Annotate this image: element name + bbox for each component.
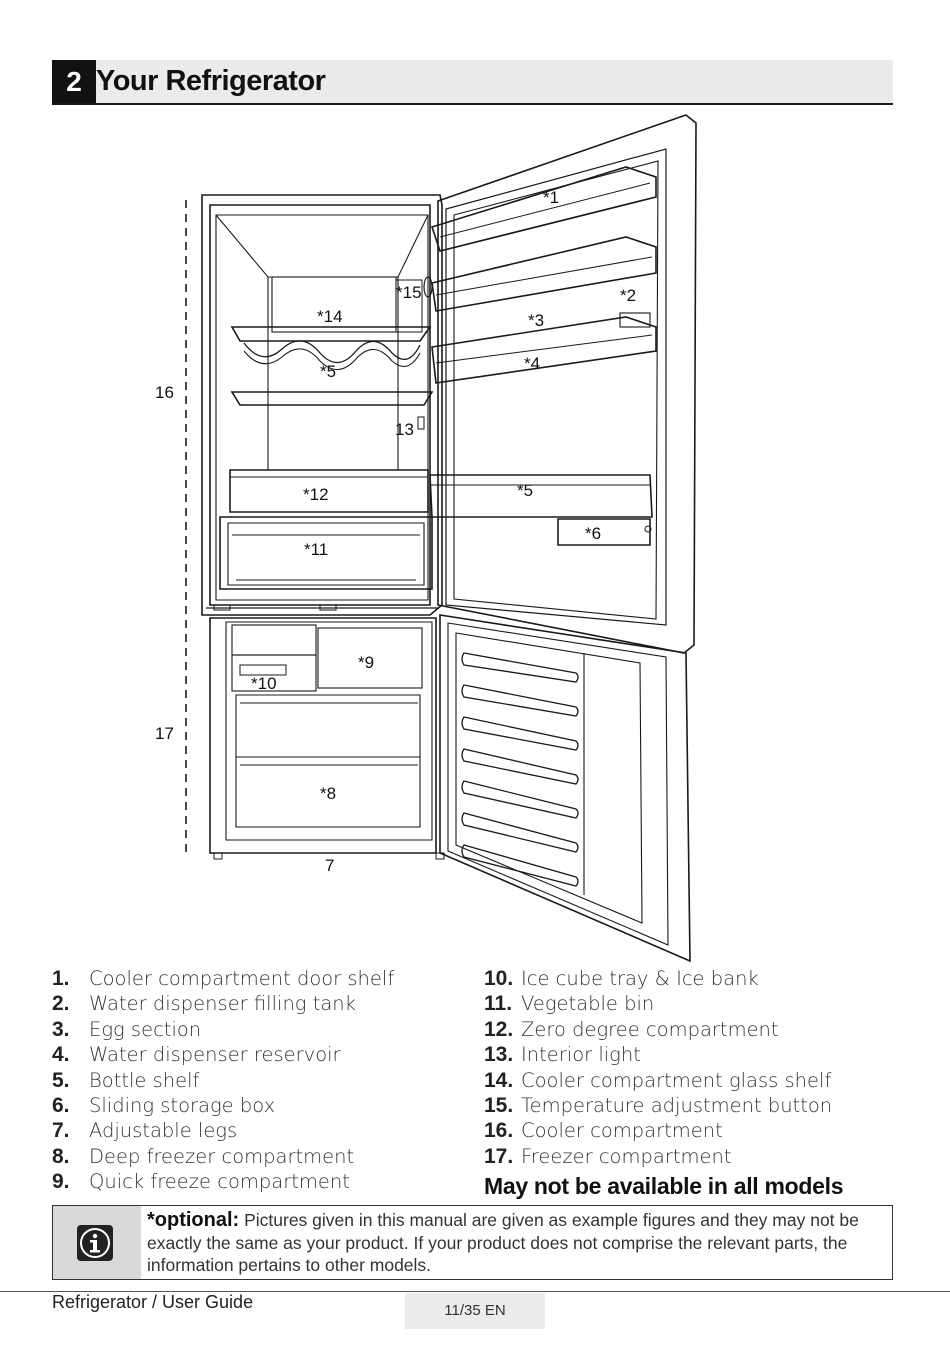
legend-item: 6.Sliding storage box xyxy=(52,1094,276,1118)
availability-note: May not be available in all models xyxy=(484,1173,844,1199)
callout-label: *4 xyxy=(524,354,540,373)
legend-item: 4.Water dispenser reservoir xyxy=(52,1043,341,1067)
legend-item: 15.Temperature adjustment button xyxy=(484,1094,833,1118)
parts-legend-right: 10.Ice cube tray & Ice bank 11.Vegetable… xyxy=(484,966,904,1169)
callout-label: *14 xyxy=(317,307,343,326)
legend-item: 16.Cooler compartment xyxy=(484,1119,723,1143)
page-number: 11/35 EN xyxy=(405,1293,545,1329)
legend-item: 17.Freezer compartment xyxy=(484,1144,732,1168)
legend-item: 7.Adjustable legs xyxy=(52,1119,238,1143)
legend-item: 8.Deep freezer compartment xyxy=(52,1144,355,1168)
callout-label: *11 xyxy=(304,540,328,559)
callout-label: 16 xyxy=(155,383,174,402)
callout-label: *5 xyxy=(320,362,336,381)
info-icon xyxy=(77,1225,113,1261)
callout-label: *8 xyxy=(320,784,336,803)
section-header: 2 Your Refrigerator xyxy=(52,60,893,105)
callout-label: 13 xyxy=(395,420,414,439)
optional-note-box: *optional: Pictures given in this manual… xyxy=(52,1205,893,1280)
freezer-door xyxy=(439,614,691,963)
legend-item: 1.Cooler compartment door shelf xyxy=(52,967,395,990)
footer-doc-title: Refrigerator / User Guide xyxy=(52,1292,254,1312)
parts-legend-left: 1.Cooler compartment door shelf 2.Water … xyxy=(52,966,472,1195)
callout-label: *15 xyxy=(396,283,422,302)
legend-item: 2.Water dispenser filling tank xyxy=(52,992,356,1016)
note-icon-area xyxy=(53,1206,141,1279)
callout-label: *10 xyxy=(251,674,277,693)
callout-label: 7 xyxy=(325,856,334,875)
callout-label: 17 xyxy=(155,724,174,743)
callout-label: *6 xyxy=(585,524,601,543)
callout-label: *1 xyxy=(543,188,559,207)
legend-item: 5.Bottle shelf xyxy=(52,1068,200,1092)
legend-item: 11.Vegetable bin xyxy=(484,992,655,1016)
legend-item: 14.Cooler compartment glass shelf xyxy=(484,1068,832,1092)
legend-item: 13.Interior light xyxy=(484,1043,641,1067)
callout-label: *9 xyxy=(358,653,374,672)
section-title: Your Refrigerator xyxy=(96,65,326,97)
callout-label: *3 xyxy=(528,311,544,330)
note-body: Pictures given in this manual are given … xyxy=(147,1210,859,1275)
cooler-door xyxy=(429,114,697,654)
note-text: *optional: Pictures given in this manual… xyxy=(147,1209,882,1277)
refrigerator-diagram: *1 *2 *3 *4 *5 *5 *6 7 *8 *9 *10 *11 *12… xyxy=(0,105,950,965)
legend-item: 10.Ice cube tray & Ice bank xyxy=(484,967,759,990)
legend-item: 12.Zero degree compartment xyxy=(484,1017,779,1041)
legend-item: 3.Egg section xyxy=(52,1017,202,1041)
section-number: 2 xyxy=(52,60,96,103)
note-lead: *optional: xyxy=(147,1209,240,1231)
callout-label: *5 xyxy=(517,481,533,500)
legend-item: 9.Quick freeze compartment xyxy=(52,1170,350,1194)
callout-label: *2 xyxy=(620,286,636,305)
footer-divider xyxy=(0,1291,950,1292)
callout-label: *12 xyxy=(303,485,329,504)
